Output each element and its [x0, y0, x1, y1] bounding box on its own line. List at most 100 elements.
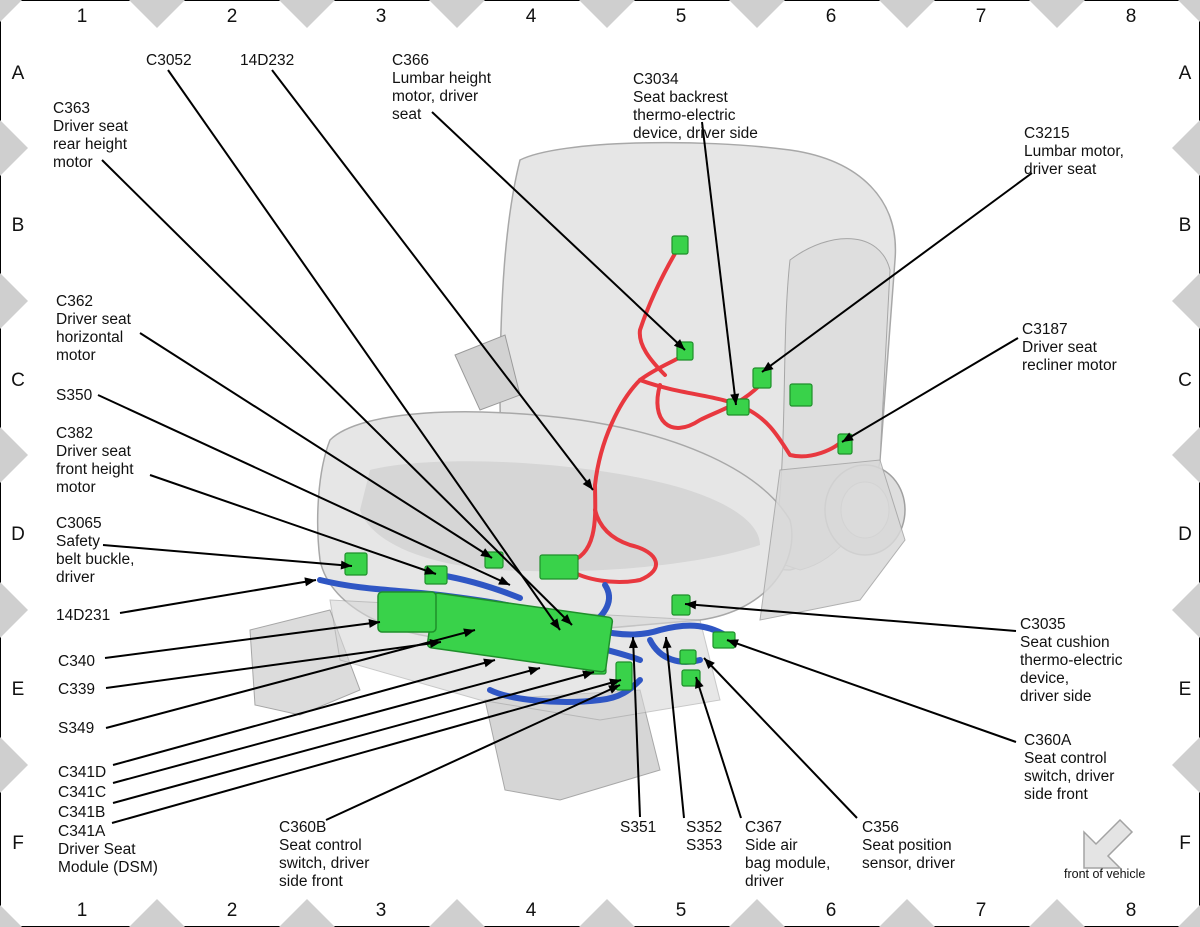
- callout-line: Lumbar height: [392, 70, 492, 87]
- leader-arrowhead-c3034: [730, 393, 740, 405]
- callout-line: C3035: [1020, 616, 1066, 633]
- callout-line: C367: [745, 819, 782, 836]
- callout-line: motor: [56, 347, 96, 364]
- red-harness-trunk: [566, 348, 692, 564]
- leader-line-c382: [149, 474, 437, 575]
- callout-line: seat: [392, 106, 422, 123]
- connector-8: [344, 552, 368, 576]
- grid-row-label-left: E: [12, 679, 25, 700]
- red-harness-cross: [638, 378, 847, 459]
- callout-line: Driver seat: [53, 118, 129, 135]
- callout-line: device,: [1020, 670, 1069, 687]
- callout-line: C341D: [58, 764, 106, 781]
- grid-column-label-top: 8: [1126, 6, 1137, 27]
- callout-line: side front: [1024, 786, 1088, 803]
- leader-line-c341b: [112, 671, 595, 804]
- leader-arrowhead-s349: [463, 628, 475, 638]
- callout-line: S353: [686, 837, 722, 854]
- callout-line: Module (DSM): [58, 859, 158, 876]
- grid-marker-corner: [1178, 0, 1200, 22]
- grid-marker-top: [879, 0, 935, 28]
- callout-c341d: C341D: [58, 764, 106, 781]
- grid-marker-bottom: [429, 899, 485, 927]
- leader-arrowhead-c3215: [762, 361, 774, 372]
- grid-marker-top: [429, 0, 485, 28]
- grid-row-label-right: C: [1178, 370, 1192, 391]
- leader-arrowhead-c341a: [609, 678, 621, 688]
- grid-column-label-top: 3: [376, 6, 387, 27]
- callout-line: C360B: [279, 819, 326, 836]
- leader-arrowhead-c363: [561, 614, 572, 625]
- leader-line-c341a: [111, 679, 622, 824]
- callout-line: driver: [56, 569, 95, 586]
- callout-line: Safety: [56, 533, 100, 550]
- grid-marker-top: [129, 0, 185, 28]
- callout-line: thermo-electric: [633, 107, 736, 124]
- leader-line-c341d: [112, 659, 496, 766]
- callout-c341b: C341B: [58, 804, 105, 821]
- grid-marker-left: [0, 120, 28, 176]
- callout-line: 14D232: [240, 52, 294, 69]
- callout-line: C341A: [58, 823, 106, 840]
- leader-line-s350: [97, 394, 511, 586]
- callout-line: C382: [56, 425, 93, 442]
- leader-line-c363: [101, 159, 573, 626]
- callout-line: S350: [56, 387, 93, 404]
- leader-line-c341c: [112, 667, 541, 784]
- seat-side-shield: [759, 459, 906, 621]
- grid-column-label-top: 4: [526, 6, 537, 27]
- connector-4: [789, 383, 813, 407]
- callout-line: Seat cushion: [1020, 634, 1110, 651]
- callout-line: Seat backrest: [633, 89, 728, 106]
- callout-line: Seat control: [279, 837, 362, 854]
- callout-s351: S351: [620, 819, 656, 836]
- grid-marker-bottom: [129, 899, 185, 927]
- grid-row-label-left: C: [11, 370, 25, 391]
- grid-column-label-bottom: 4: [526, 900, 537, 921]
- callout-line: S349: [58, 720, 94, 737]
- leader-arrowhead-c3052: [550, 618, 560, 630]
- front-of-vehicle-indicator: front of vehicle: [1064, 818, 1145, 881]
- leader-line-14d232: [271, 69, 594, 491]
- leader-arrowhead-s351: [628, 637, 638, 649]
- callout-line: Seat position: [862, 837, 952, 854]
- callout-line: C3052: [146, 52, 192, 69]
- callout-line: C339: [58, 681, 95, 698]
- leader-line-c367: [695, 676, 742, 819]
- callout-line: driver seat: [1024, 161, 1097, 178]
- leader-arrowhead-c360a: [727, 639, 739, 648]
- grid-marker-bottom: [579, 899, 635, 927]
- callout-line: C362: [56, 293, 93, 310]
- grid-row-label-left: A: [12, 63, 25, 84]
- callout-line: motor, driver: [392, 88, 478, 105]
- leader-arrowhead-c3065: [340, 560, 352, 570]
- grid-column-label-top: 2: [227, 6, 238, 27]
- leader-line-c360b: [325, 684, 621, 821]
- grid-marker-corner: [1178, 905, 1200, 927]
- callout-line: belt buckle,: [56, 551, 134, 568]
- connector-13: [681, 669, 701, 687]
- leader-line-c356: [703, 657, 858, 819]
- callout-line: horizontal: [56, 329, 123, 346]
- callout-14d232: 14D232: [240, 52, 294, 69]
- front-of-vehicle-label: front of vehicle: [1064, 867, 1145, 881]
- callout-line: motor: [53, 154, 93, 171]
- grid-marker-right: [1172, 427, 1200, 483]
- callout-line: C340: [58, 653, 95, 670]
- backrest-harness-red: [566, 243, 847, 584]
- grid-marker-top: [279, 0, 335, 28]
- grid-marker-bottom: [879, 899, 935, 927]
- callout-line: sensor, driver: [862, 855, 955, 872]
- grid-marker-right: [1172, 273, 1200, 329]
- dsm-connector-bank: [377, 591, 437, 633]
